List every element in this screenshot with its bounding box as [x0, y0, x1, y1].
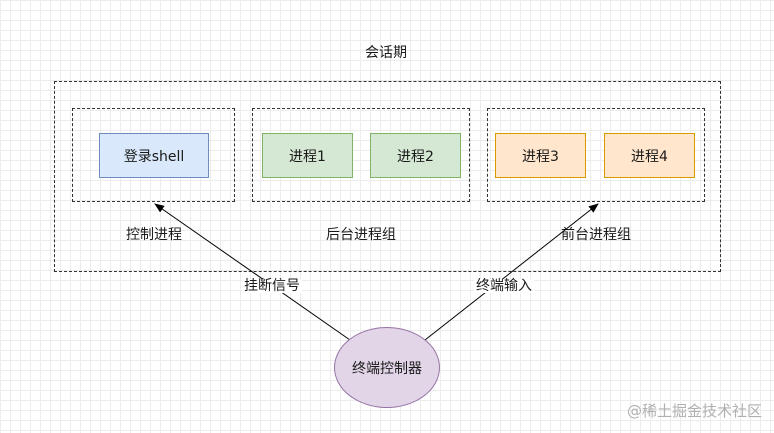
- control-process-group: [72, 108, 235, 202]
- terminal-input-label: 终端输入: [474, 278, 534, 294]
- process-2-node: 进程2: [370, 133, 461, 178]
- foreground-process-group: [487, 108, 705, 202]
- watermark-text: @稀土掘金技术社区: [626, 402, 762, 420]
- session-container: [54, 81, 721, 272]
- process-1-node: 进程1: [262, 133, 353, 178]
- background-process-group: [252, 108, 470, 202]
- control-process-label: 控制进程: [126, 227, 182, 243]
- terminal-controller-node: 终端控制器: [334, 327, 440, 408]
- foreground-group-label: 前台进程组: [561, 227, 631, 243]
- terminal-input-arrow: [424, 203, 599, 341]
- login-shell-node: 登录shell: [99, 133, 209, 178]
- hangup-signal-arrow: [154, 203, 351, 341]
- session-label: 会话期: [365, 45, 407, 61]
- process-3-node: 进程3: [495, 133, 586, 178]
- background-group-label: 后台进程组: [326, 227, 396, 243]
- process-4-node: 进程4: [604, 133, 695, 178]
- hangup-signal-label: 挂断信号: [242, 278, 302, 294]
